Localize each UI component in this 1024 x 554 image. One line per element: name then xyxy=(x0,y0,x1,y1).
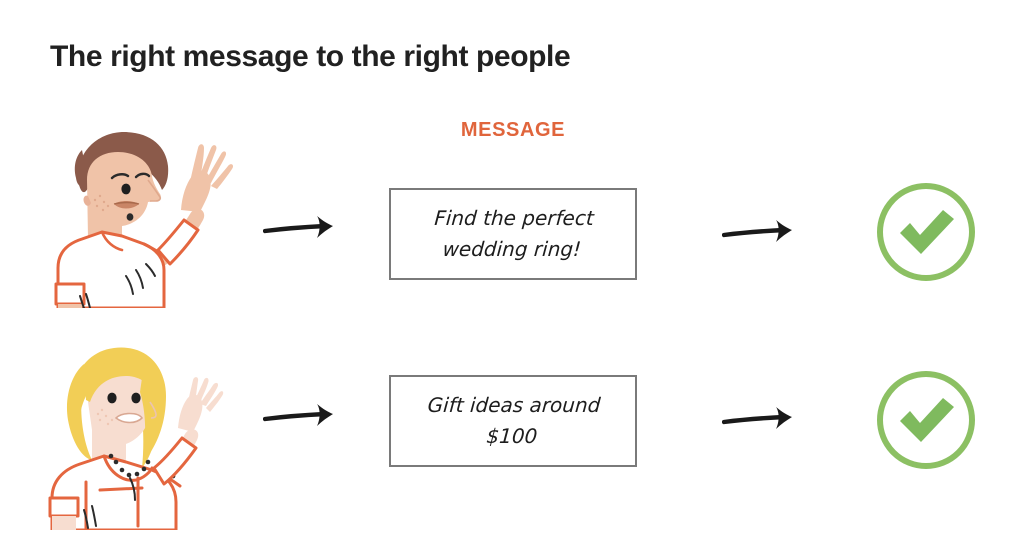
arrow-right-icon xyxy=(721,216,802,252)
arrow-right-icon xyxy=(262,400,343,436)
check-circle-icon xyxy=(874,180,978,284)
message-box: Gift ideas around $100 xyxy=(389,375,637,467)
arrow-right-icon xyxy=(262,212,343,248)
arrow-right-icon xyxy=(721,403,802,439)
message-column-header: MESSAGE xyxy=(460,119,566,141)
message-text: Find the perfect wedding ring! xyxy=(433,206,595,261)
persona-illustration-man xyxy=(40,118,250,310)
persona-illustration-woman xyxy=(30,330,245,532)
check-circle-icon xyxy=(874,368,978,472)
message-box: Find the perfect wedding ring! xyxy=(389,188,637,280)
message-text: Gift ideas around $100 xyxy=(426,393,602,448)
page-title: The right message to the right people xyxy=(50,40,571,73)
